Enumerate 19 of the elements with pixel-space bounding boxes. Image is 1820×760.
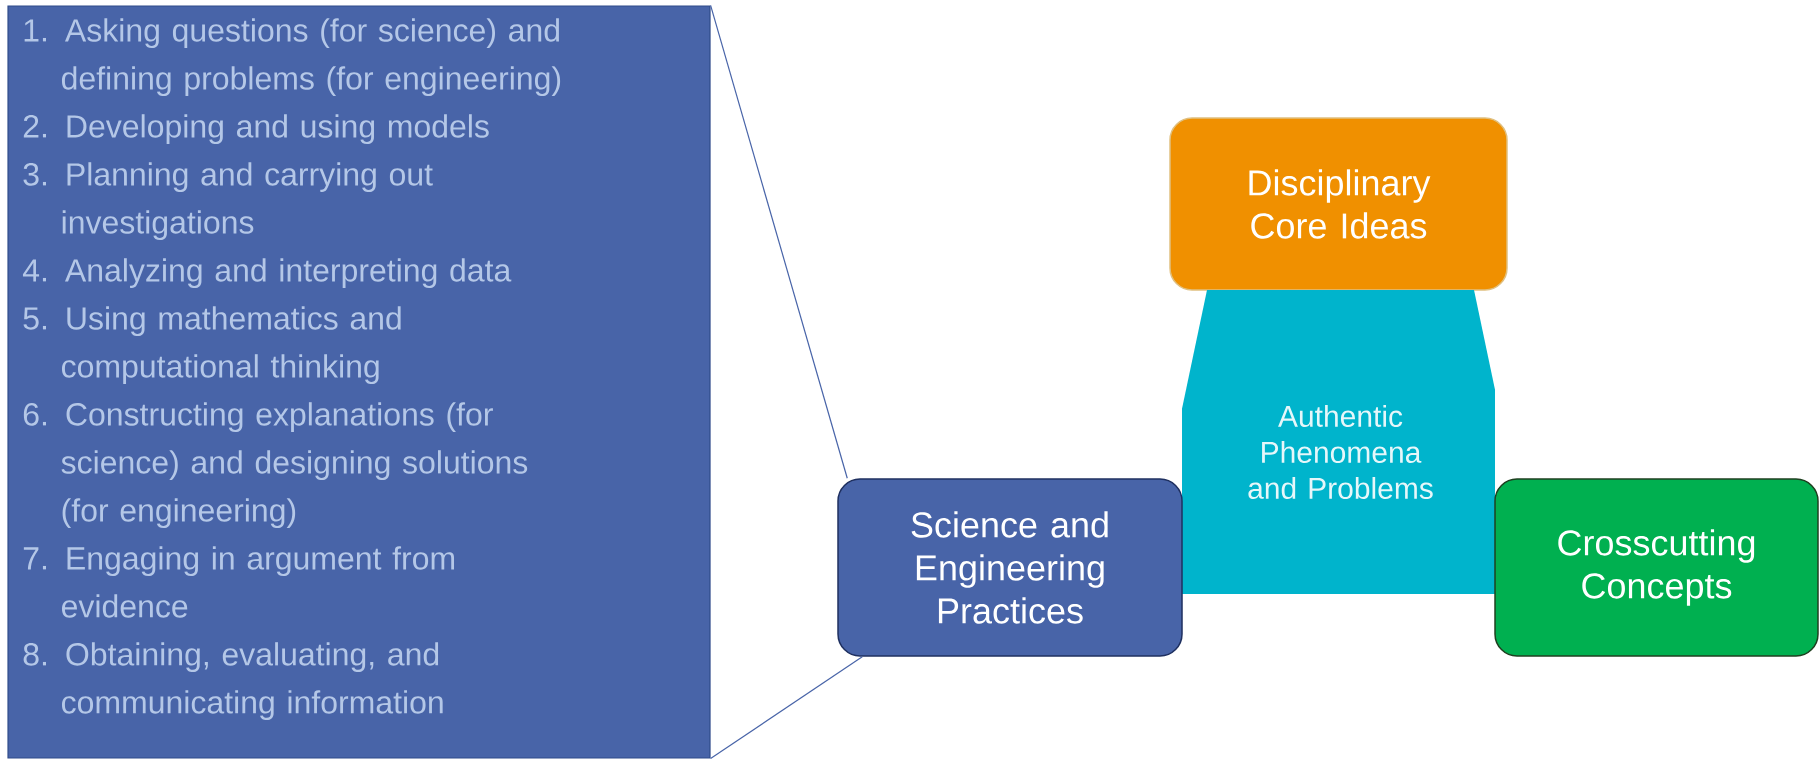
rounded-box <box>1494 478 1819 657</box>
node-label: Science and Engineering Practices <box>911 511 1108 624</box>
list-item: 1. Asking questions (for science) and defining problems (for engineering) <box>24 18 561 96</box>
node-label: Authentic Phenomena and Problems <box>1248 405 1433 499</box>
connector-line <box>710 656 863 760</box>
node-label: Disciplinary Core Ideas <box>1249 169 1431 239</box>
list-item: 4. Analyzing and interpreting data <box>22 258 512 288</box>
list-item: 6. Constructing explanations (for science) and designing solutions (for engineering) <box>23 402 528 528</box>
practices-list-panel <box>7 5 711 759</box>
list-item: 7. Engaging in argument from evidence <box>23 546 454 618</box>
list-item: 8. Obtaining, evaluating, and communicating information <box>23 642 443 720</box>
connector-line <box>710 4 848 479</box>
rounded-box <box>837 478 1183 657</box>
list-item: 2. Developing and using models <box>23 114 489 144</box>
list-item: 3. Planning and carrying out investigations <box>23 162 433 240</box>
trapezoid-shape <box>1182 290 1495 594</box>
rounded-box <box>1169 117 1508 291</box>
node-label: Crosscutting Concepts <box>1558 529 1755 606</box>
list-item: 5. Using mathematics and computational thinking <box>23 306 401 384</box>
